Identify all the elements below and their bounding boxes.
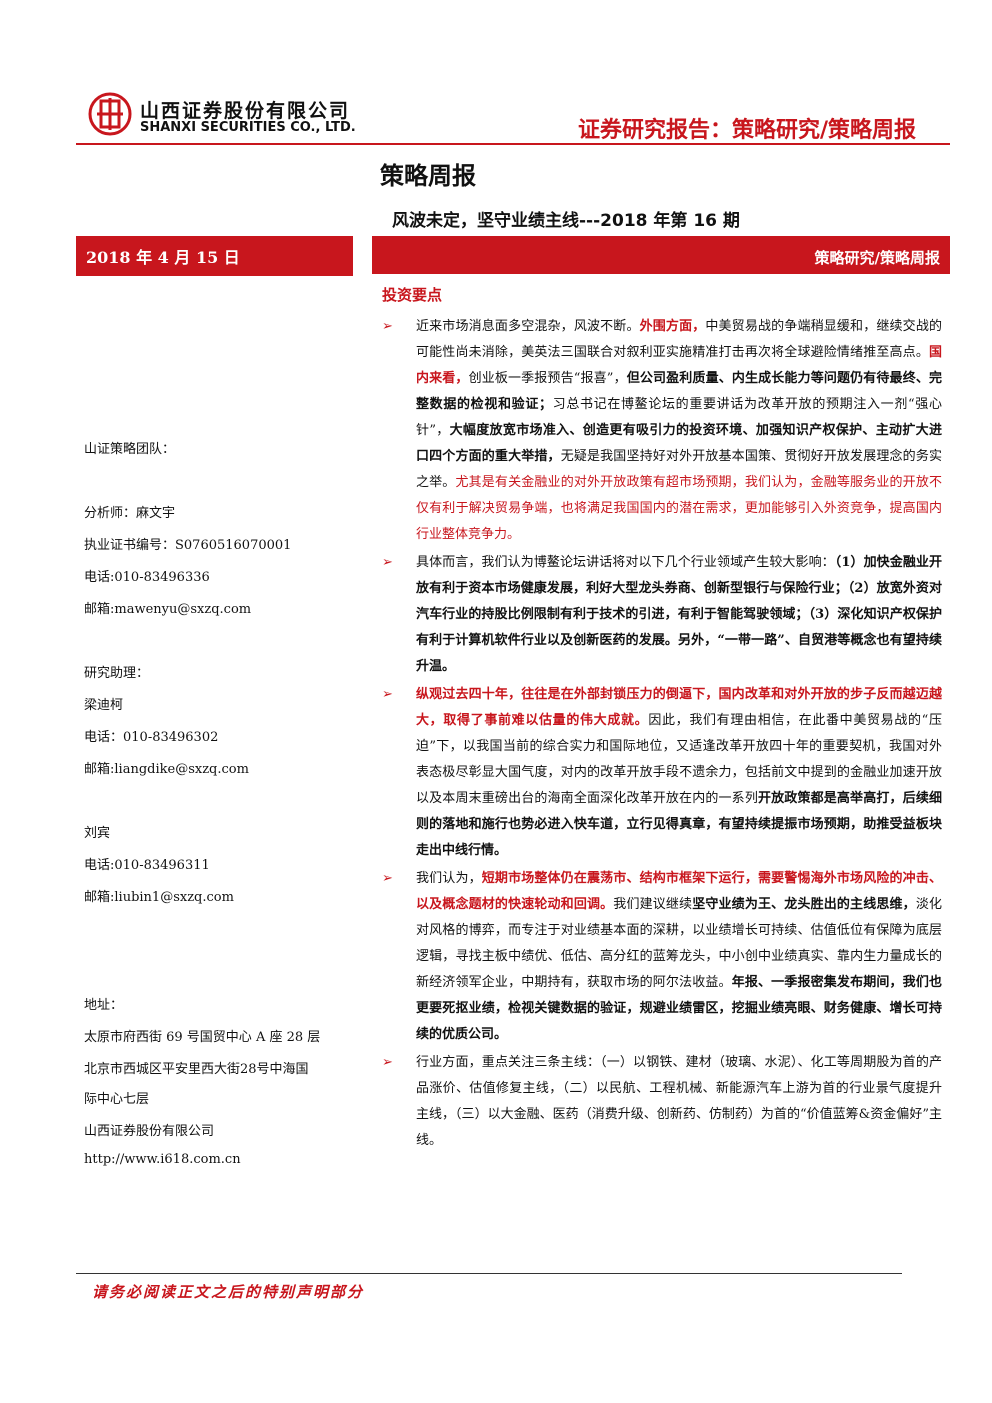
bullet-arrow-icon: ➢ <box>382 1055 393 1070</box>
list-item: ➢ 行业方面，重点关注三条主线：（一）以钢铁、建材（玻璃、水泥）、化工等周期股为… <box>382 1050 942 1154</box>
bullet-arrow-icon: ➢ <box>382 871 393 886</box>
assistant1-email: 邮箱:liangdike@sxzq.com <box>84 762 249 777</box>
list-item: ➢ 具体而言，我们认为博鳌论坛讲话将对以下几个行业领域产生较大影响：（1）加快金… <box>382 550 942 680</box>
assistant1-name: 梁迪柯 <box>84 698 124 713</box>
report-type: 证券研究报告：策略研究/策略周报 <box>577 118 916 143</box>
list-item: ➢ 我们认为，短期市场整体仍在震荡市、结构市框架下运行，需要警惕海外市场风险的冲… <box>382 866 942 1048</box>
company-name-cn: 山西证券股份有限公司 <box>140 100 351 122</box>
assistant2-phone: 电话:010-83496311 <box>84 858 210 873</box>
assistant2-name: 刘宾 <box>84 826 111 841</box>
team-label: 山证策略团队： <box>84 442 176 457</box>
section-heading: 投资要点 <box>382 286 443 304</box>
list-item: ➢ 近来市场消息面多空混杂，风波不断。外围方面，中美贸易战的争端稍显缓和，继续交… <box>382 314 942 548</box>
key-points-list: ➢ 近来市场消息面多空混杂，风波不断。外围方面，中美贸易战的争端稍显缓和，继续交… <box>382 314 942 1156</box>
address-beijing: 北京市西城区平安里西大街28号中海国 <box>84 1062 309 1077</box>
footer-disclaimer-note: 请务必阅读正文之后的特别声明部分 <box>92 1283 365 1301</box>
bullet-arrow-icon: ➢ <box>382 319 393 334</box>
address-beijing-2: 际中心七层 <box>84 1092 150 1107</box>
address-label: 地址： <box>84 998 124 1013</box>
category-banner: 策略研究/策略周报 <box>372 236 950 274</box>
date-divider <box>76 274 353 276</box>
company-name-en: SHANXI SECURITIES CO., LTD. <box>140 120 356 135</box>
issue-title: 风波未定，坚守业绩主线---2018 年第 16 期 <box>392 211 740 231</box>
date-banner: 2018 年 4 月 15 日 <box>76 236 353 274</box>
analyst-email: 邮箱:mawenyu@sxzq.com <box>84 602 252 617</box>
website-link[interactable]: http://www.i618.com.cn <box>84 1152 241 1167</box>
analyst-name: 分析师：麻文宇 <box>84 506 176 521</box>
footer-divider <box>76 1273 902 1274</box>
company-name: 山西证券股份有限公司 <box>84 1124 215 1139</box>
address-taiyuan: 太原市府西街 69 号国贸中心 A 座 28 层 <box>84 1030 321 1045</box>
header-divider <box>76 143 950 145</box>
list-item: ➢ 纵观过去四十年，往往是在外部封锁压力的倒逼下，国内改革和对外开放的步子反而越… <box>382 682 942 864</box>
license-number: 执业证书编号：S0760516070001 <box>84 538 292 553</box>
page-title: 策略周报 <box>380 162 476 190</box>
bullet-arrow-icon: ➢ <box>382 687 393 702</box>
assistant2-email: 邮箱:liubin1@sxzq.com <box>84 890 234 905</box>
sxzq-logo-icon <box>88 92 132 136</box>
assistant-label: 研究助理： <box>84 666 150 681</box>
assistant1-phone: 电话：010-83496302 <box>84 730 219 745</box>
analyst-phone: 电话:010-83496336 <box>84 570 210 585</box>
bullet-arrow-icon: ➢ <box>382 555 393 570</box>
